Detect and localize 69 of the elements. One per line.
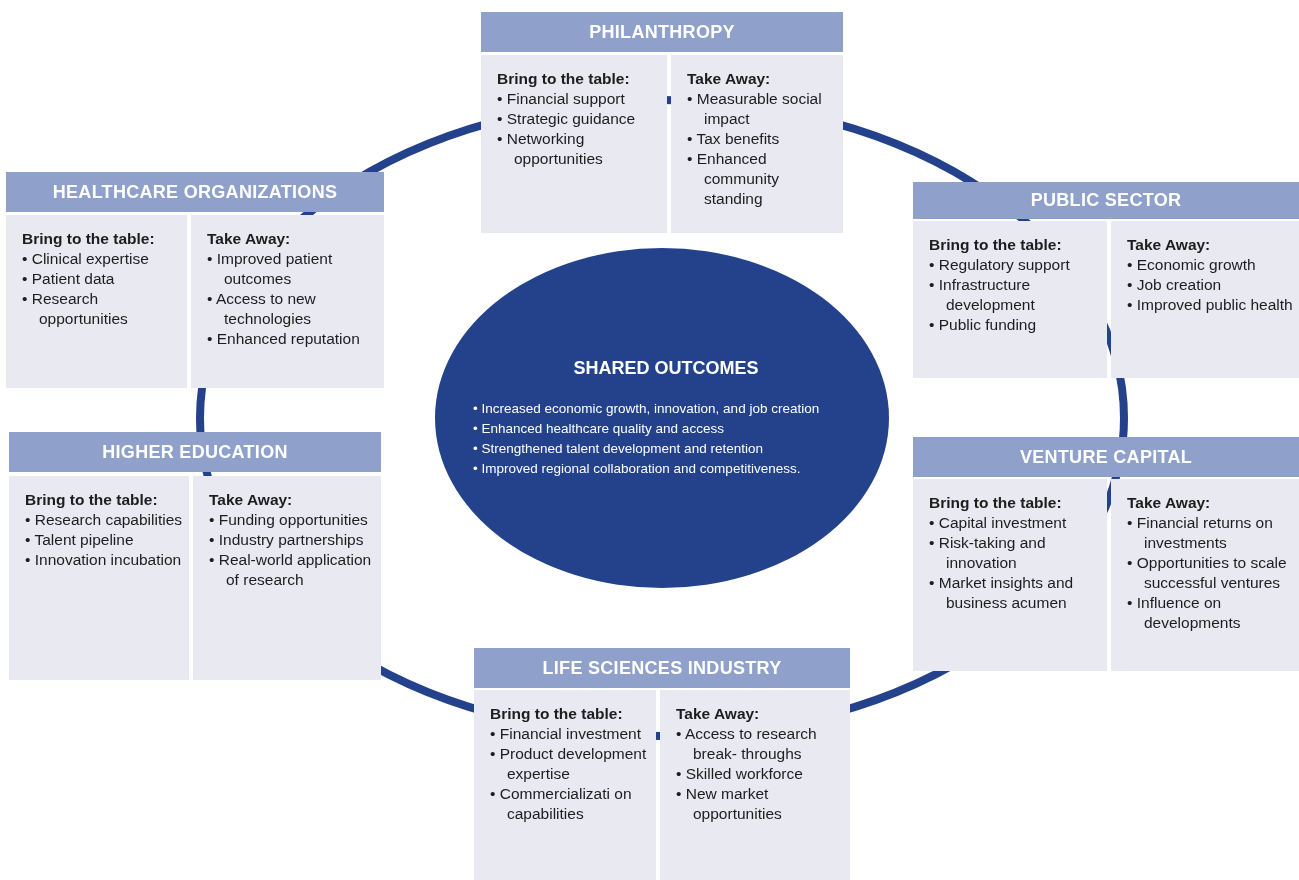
info-panel: [660, 690, 850, 880]
bullet-item: • Commercializati on capabilities: [490, 784, 633, 824]
card-header: HEALTHCARE ORGANIZATIONS: [6, 172, 384, 212]
info-panel: [1111, 221, 1299, 378]
bullet-item: • New market opportunities: [676, 784, 783, 824]
bullet-item: • Financial returns on investments: [1127, 513, 1274, 553]
bullet-item: • Opportunities to scale successful ventures: [1127, 553, 1288, 593]
bullet-item: • Research capabilities: [25, 510, 183, 530]
card-header: HIGHER EDUCATION: [9, 432, 381, 472]
column-heading: Take Away:: [687, 69, 772, 89]
bullet-item: • Real-world application of research: [209, 550, 373, 590]
info-panel: [191, 215, 384, 388]
column-heading: Bring to the table:: [22, 229, 156, 249]
bullet-item: • Access to research break- throughs: [676, 724, 818, 764]
card-header: PHILANTHROPY: [481, 12, 843, 52]
bullet-item: • Innovation incubation: [25, 550, 183, 570]
info-panel: [193, 476, 381, 680]
info-panel: [474, 690, 656, 880]
bullet-item: • Measurable social impact: [687, 89, 823, 129]
bullet-item: • Infrastructure development: [929, 275, 1036, 315]
column-heading: Take Away:: [1127, 493, 1212, 513]
info-panel: [481, 55, 667, 233]
bullet-item: • Market insights and business acumen: [929, 573, 1075, 613]
column-heading: Bring to the table:: [929, 235, 1063, 255]
column-heading: Take Away:: [207, 229, 292, 249]
bullet-item: • Capital investment: [929, 513, 1068, 533]
bullet-item: • Regulatory support: [929, 255, 1071, 275]
bullet-item: • Improved public health: [1127, 295, 1293, 315]
bullet-item: • Research opportunities: [22, 289, 129, 329]
bullet-item: • Influence on developments: [1127, 593, 1242, 633]
bullet-item: • Access to new technologies: [207, 289, 317, 329]
column-heading: Take Away:: [209, 490, 294, 510]
column-heading: Bring to the table:: [490, 704, 624, 724]
card-header: LIFE SCIENCES INDUSTRY: [474, 648, 850, 688]
card-header: PUBLIC SECTOR: [913, 182, 1299, 219]
info-panel: [1111, 479, 1299, 671]
bullet-item: • Financial investment: [490, 724, 643, 744]
bullet-item: • Improved patient outcomes: [207, 249, 334, 289]
column-heading: Take Away:: [676, 704, 761, 724]
bullet-item: • Risk-taking and innovation: [929, 533, 1047, 573]
bullet-item: • Economic growth: [1127, 255, 1257, 275]
column-heading: Bring to the table:: [929, 493, 1063, 513]
bullet-item: • Talent pipeline: [25, 530, 135, 550]
bullet-item: • Strategic guidance: [497, 109, 637, 129]
info-panel: [913, 479, 1107, 671]
bullet-item: • Industry partnerships: [209, 530, 365, 550]
bullet-item: • Strengthened talent development and retention: [473, 439, 764, 458]
ellipse-title: SHARED OUTCOMES: [572, 357, 760, 379]
bullet-item: • Financial support: [497, 89, 626, 109]
column-heading: Take Away:: [1127, 235, 1212, 255]
bullet-item: • Improved regional collaboration and competitiveness.: [473, 459, 802, 478]
bullet-item: • Product development expertise: [490, 744, 648, 784]
bullet-item: • Networking opportunities: [497, 129, 604, 169]
bullet-item: • Enhanced community standing: [687, 149, 780, 209]
bullet-item: • Enhanced reputation: [207, 329, 361, 349]
bullet-item: • Clinical expertise: [22, 249, 150, 269]
info-panel: [671, 55, 843, 233]
bullet-item: • Increased economic growth, innovation, and job creation: [473, 399, 821, 418]
bullet-item: • Job creation: [1127, 275, 1223, 295]
bullet-item: • Enhanced healthcare quality and access: [473, 419, 725, 438]
bullet-item: • Patient data: [22, 269, 116, 289]
bullet-item: • Skilled workforce: [676, 764, 804, 784]
column-heading: Bring to the table:: [497, 69, 631, 89]
column-heading: Bring to the table:: [25, 490, 159, 510]
bullet-item: • Funding opportunities: [209, 510, 369, 530]
bullet-item: • Tax benefits: [687, 129, 781, 149]
info-panel: [913, 221, 1107, 378]
card-header: VENTURE CAPITAL: [913, 437, 1299, 477]
bullet-item: • Public funding: [929, 315, 1038, 335]
